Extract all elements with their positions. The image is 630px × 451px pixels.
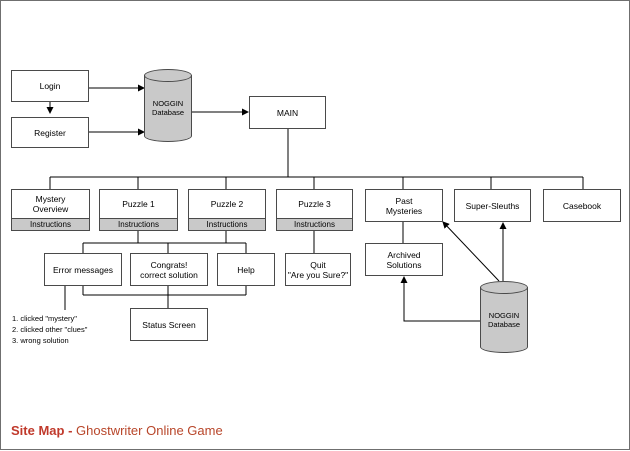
title-separator: - [64,423,77,438]
error-note: 3. wrong solution [12,336,69,345]
mystery-overview-label: Mystery Overview [32,194,69,214]
page-title: Site Map - Ghostwriter Online Game [11,423,223,438]
archived-solutions-node: Archived Solutions [365,243,443,276]
casebook-node: Casebook [543,189,621,222]
puzzle-1-label: Puzzle 1 [122,199,155,209]
instructions-tab: Instructions [189,218,265,230]
puzzle-3-label: Puzzle 3 [298,199,331,209]
error-messages-node: Error messages [44,253,122,286]
error-note: 1. clicked "mystery" [12,314,77,323]
noggin-database-top: NOGGIN Database [144,69,192,142]
past-mysteries-node: Past Mysteries [365,189,443,222]
title-subtitle: Ghostwriter Online Game [76,423,223,438]
login-node: Login [11,70,89,102]
congrats-node: Congrats! correct solution [130,253,208,286]
register-node: Register [11,117,89,148]
instructions-tab: Instructions [277,218,352,230]
instructions-tab: Instructions [100,218,177,230]
puzzle-2-node: Puzzle 2 Instructions [188,189,266,231]
puzzle-2-label: Puzzle 2 [210,199,244,209]
puzzle-3-node: Puzzle 3 Instructions [276,189,353,231]
error-notes-list: 1. clicked "mystery" 2. clicked other "c… [12,313,87,346]
puzzle-1-node: Puzzle 1 Instructions [99,189,178,231]
quit-node: Quit "Are you Sure?" [285,253,351,286]
title-main: Site Map [11,423,65,438]
status-screen-node: Status Screen [130,308,208,341]
help-node: Help [217,253,275,286]
noggin-database-bottom-label: NOGGIN Database [487,310,521,329]
mystery-overview-node: Mystery Overview Instructions [11,189,90,231]
noggin-database-bottom: NOGGIN Database [480,281,528,353]
main-node: MAIN [249,96,326,129]
super-sleuths-node: Super-Sleuths [454,189,531,222]
error-note: 2. clicked other "clues" [12,325,88,334]
instructions-tab: Instructions [12,218,89,230]
noggin-database-top-label: NOGGIN Database [151,99,185,117]
